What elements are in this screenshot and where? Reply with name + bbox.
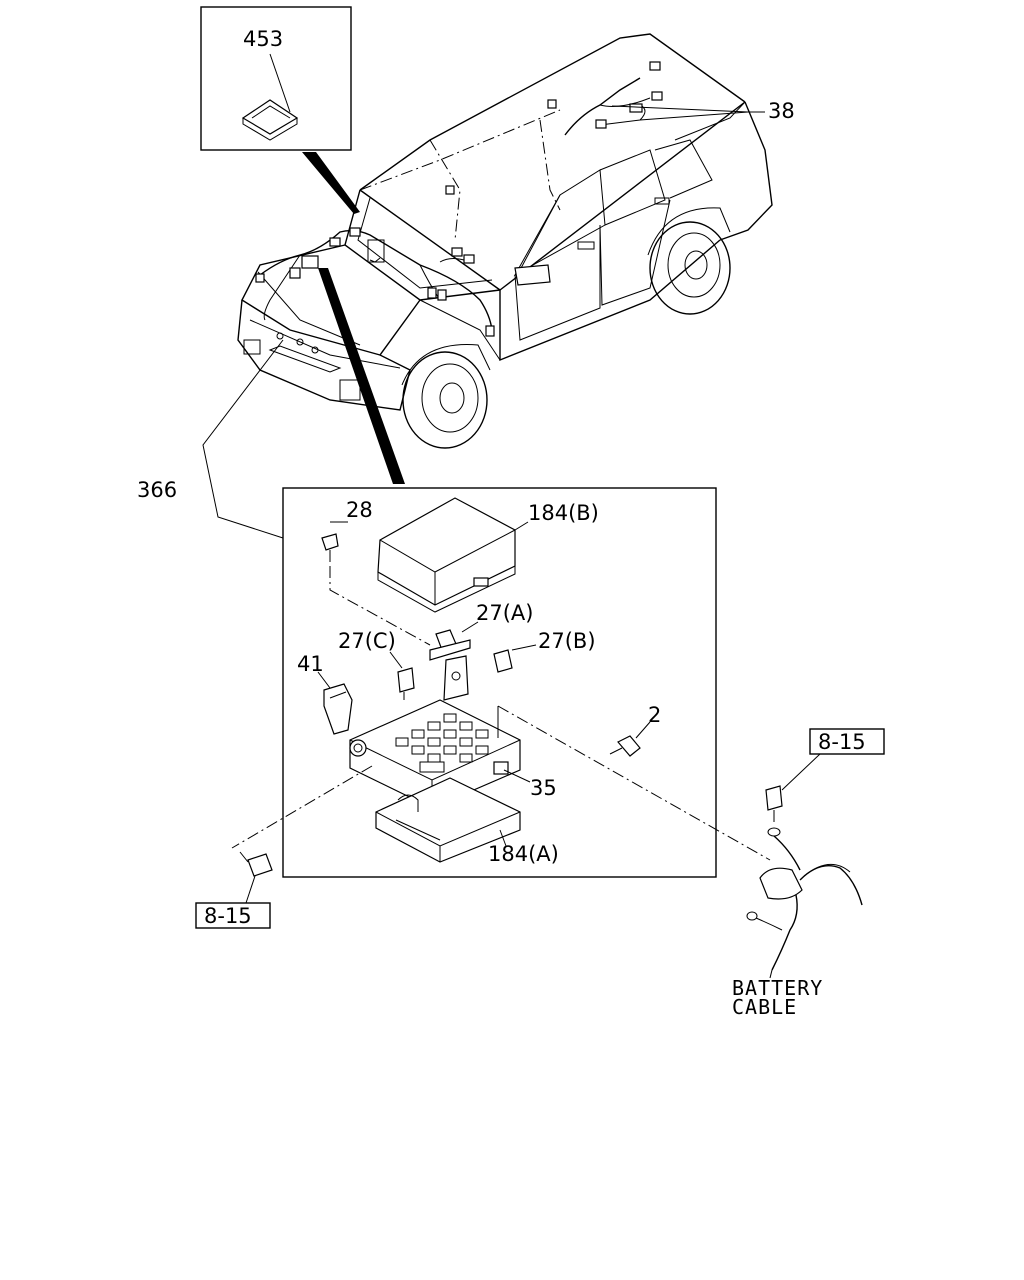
ref-box-right <box>809 728 885 755</box>
left-bolt <box>239 851 273 904</box>
callout-41: 41 <box>297 652 324 676</box>
fuse-box-detail: 184(B) 28 27(A) 27(B) 27(C) 41 <box>231 487 771 878</box>
vehicle-illustration <box>237 33 773 449</box>
callout-27c: 27(C) <box>338 629 396 653</box>
callout-366: 366 <box>137 478 177 502</box>
callout-184a: 184(A) <box>488 842 559 866</box>
callout-35: 35 <box>530 776 557 800</box>
callout-38: 38 <box>768 99 795 123</box>
callout-28: 28 <box>346 498 373 522</box>
battery-cable-label-line1: BATTERY <box>732 976 823 1000</box>
ref-label-right: 8-15 <box>818 730 866 754</box>
detail-pointer <box>318 268 405 484</box>
callout-453: 453 <box>243 27 283 51</box>
callout-27a: 27(A) <box>476 601 533 625</box>
callout-27b: 27(B) <box>538 629 596 653</box>
ref-box-left <box>195 902 271 929</box>
inset-pointer <box>302 152 360 214</box>
callout-2: 2 <box>648 703 661 727</box>
ref-label-left: 8-15 <box>204 904 252 928</box>
right-bolt <box>765 785 783 822</box>
battery-cable-label-line2: CABLE <box>732 995 797 1019</box>
fuse-slots <box>395 713 489 773</box>
battery-cable <box>746 827 863 979</box>
inset-453: 453 <box>200 6 352 151</box>
callout-184b: 184(B) <box>528 501 599 525</box>
